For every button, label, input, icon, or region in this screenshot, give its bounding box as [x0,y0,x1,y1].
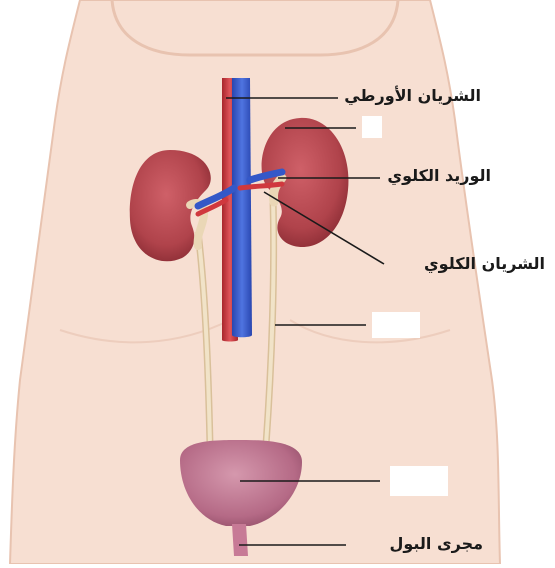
urethra [232,524,248,556]
label-aorta: الشريان الأورطي [344,86,481,105]
label-renal-artery: الشريان الكلوي [424,254,545,273]
label-urethra: مجرى البول [389,534,483,553]
vena-cava-vessel [232,78,252,337]
blank-label-bladder [390,466,448,496]
blank-label-kidney [362,116,382,138]
label-renal-vein: الوريد الكلوي [387,166,491,185]
blank-label-ureter [372,312,420,338]
